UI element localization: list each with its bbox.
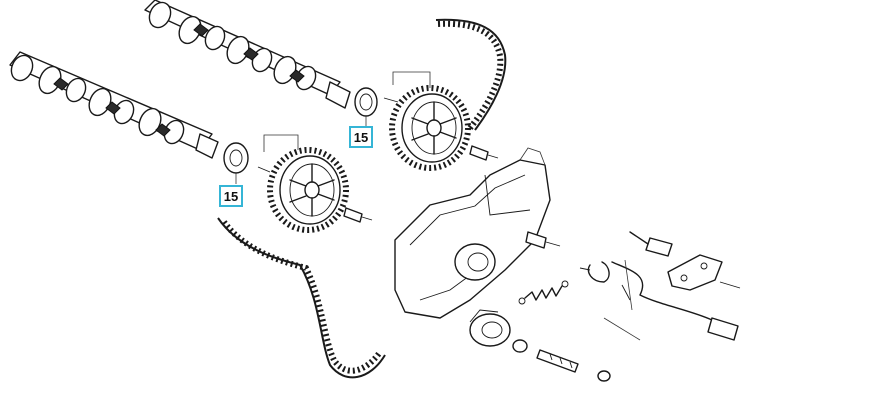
washer [512, 339, 528, 353]
pulley-bolt-upper [469, 145, 499, 161]
tensioner-spring [518, 280, 569, 305]
leader-line [603, 317, 641, 341]
lower-pulley-bracket [263, 134, 299, 152]
timing-belt-upper [435, 18, 507, 131]
upper-pulley-bracket [392, 71, 431, 88]
sensor-bracket [667, 254, 741, 291]
leader-line [624, 259, 633, 311]
timing-belt-lower [217, 217, 386, 379]
part-callout-upper: 15 [349, 126, 373, 148]
lower-camshaft [9, 51, 219, 159]
upper-camshaft [144, 0, 351, 109]
callout-label: 15 [224, 189, 238, 204]
upper-dowel-pin [383, 97, 399, 103]
lower-dowel-pin [257, 166, 271, 173]
small-bracket [525, 231, 561, 249]
engine-front-cover [394, 147, 551, 319]
sensor-with-harness [611, 231, 739, 341]
tensioner-bolt [536, 349, 611, 382]
upper-oil-seal [354, 87, 378, 126]
lower-cam-pulley [267, 147, 349, 233]
part-callout-lower: 15 [219, 185, 243, 207]
tensioner-pulley [469, 309, 511, 347]
pulley-bolt-lower [343, 207, 373, 223]
callout-label: 15 [354, 130, 368, 145]
lower-oil-seal [223, 142, 249, 184]
sensor-clip [579, 261, 610, 283]
upper-cam-pulley [389, 85, 471, 171]
